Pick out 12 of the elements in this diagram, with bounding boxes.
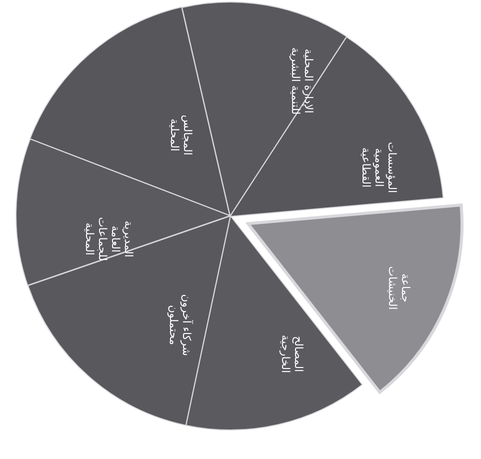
segment-label: شركاء آخرون محتملون: [166, 293, 193, 358]
segment-label: جماعة الخنيشات: [386, 265, 412, 312]
segment-label: المجالس المحلية: [168, 114, 194, 158]
segment-label: الإدارة المحلية للتنمية البشرية: [289, 46, 315, 118]
pie-segment: [30, 7, 230, 216]
segment-label: المصالح الخارجية: [278, 334, 305, 376]
segment-label: المؤسسات العمومية القطاعية: [359, 140, 398, 195]
segment-label: المديرية العامة للجماعات المحلية: [82, 216, 135, 264]
pie-segment: [248, 205, 462, 393]
pie-segment: [182, 2, 347, 216]
pie-segment: [28, 216, 230, 426]
pie-segment: [230, 36, 444, 216]
